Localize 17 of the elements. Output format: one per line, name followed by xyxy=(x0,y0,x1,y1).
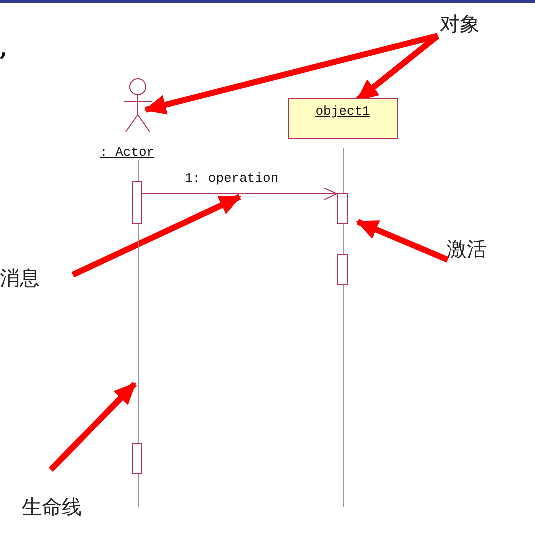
annotation-label: 生命线 xyxy=(22,497,82,517)
punctuation-mark: , xyxy=(0,36,8,62)
activation-bar xyxy=(337,193,348,224)
edge-label: 1: operation xyxy=(185,171,279,186)
leader-arrow xyxy=(72,194,242,278)
leader-arrow xyxy=(144,33,439,115)
activation-bar xyxy=(132,443,142,474)
object-box: object1 xyxy=(288,98,398,139)
annotation-label: 消息 xyxy=(0,268,40,288)
message-arrow xyxy=(142,188,338,200)
actor-label: : Actor xyxy=(100,145,155,160)
activation-bar xyxy=(132,181,142,224)
annotation-label: 激活 xyxy=(447,239,487,259)
leader-arrow xyxy=(48,382,138,472)
leader-arrow xyxy=(356,219,450,263)
activation-bar xyxy=(337,254,348,285)
annotation-label: 对象 xyxy=(440,14,480,34)
